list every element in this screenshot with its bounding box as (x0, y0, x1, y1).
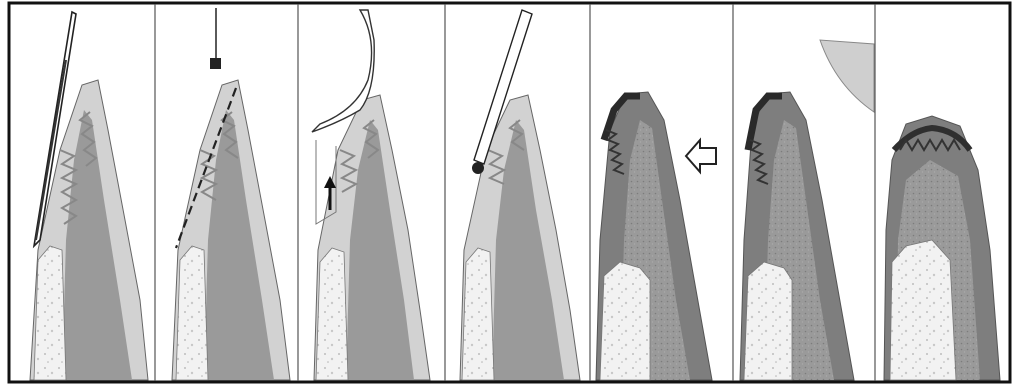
bone (34, 246, 66, 380)
bone (600, 262, 650, 380)
bone (316, 248, 348, 380)
bone (176, 246, 208, 380)
probe-tip (472, 162, 484, 174)
bone (744, 262, 792, 380)
bone (890, 240, 956, 380)
bone (462, 248, 494, 380)
instrument-tip (210, 58, 221, 69)
